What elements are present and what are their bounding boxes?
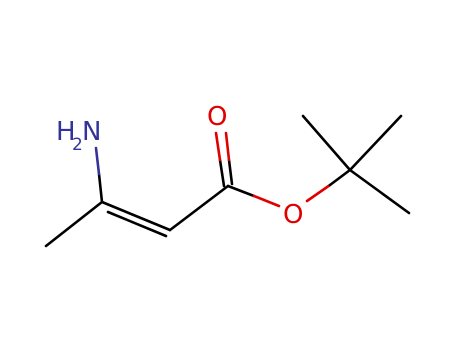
- bond-c1-o-a-red: [214, 131, 222, 162]
- bond-oester-cq-red: [305, 183, 332, 203]
- carbonyl-oxygen-label: O: [207, 102, 227, 132]
- bond-c3-c2-inner: [106, 210, 168, 238]
- bond-c3-c2-outer: [100, 200, 172, 232]
- bond-c1-o-b-red: [224, 131, 231, 162]
- bond-cq-methyl-upper-right: [348, 114, 403, 172]
- amine-label: H: [56, 117, 76, 147]
- bond-c1-o-a-black: [218, 158, 226, 188]
- bond-cq-methyl-upper-left: [301, 114, 352, 172]
- bond-c3-amine-upper: [94, 146, 101, 176]
- bond-methyl-c3: [44, 200, 104, 248]
- bond-c3-amine-lower: [97, 172, 104, 204]
- amine-nitrogen-label: N: [82, 117, 101, 147]
- amine-subscript: 2: [72, 135, 83, 155]
- bond-c1-oester-red: [252, 194, 281, 208]
- ester-oxygen-label: O: [283, 200, 303, 230]
- bond-c1-oester-black: [226, 184, 256, 198]
- bond-oester-cq-black: [328, 168, 352, 187]
- bond-c1-o-b-black: [227, 158, 234, 186]
- bond-c2-c1: [168, 184, 230, 232]
- bond-cq-methyl-lower-right: [348, 168, 411, 215]
